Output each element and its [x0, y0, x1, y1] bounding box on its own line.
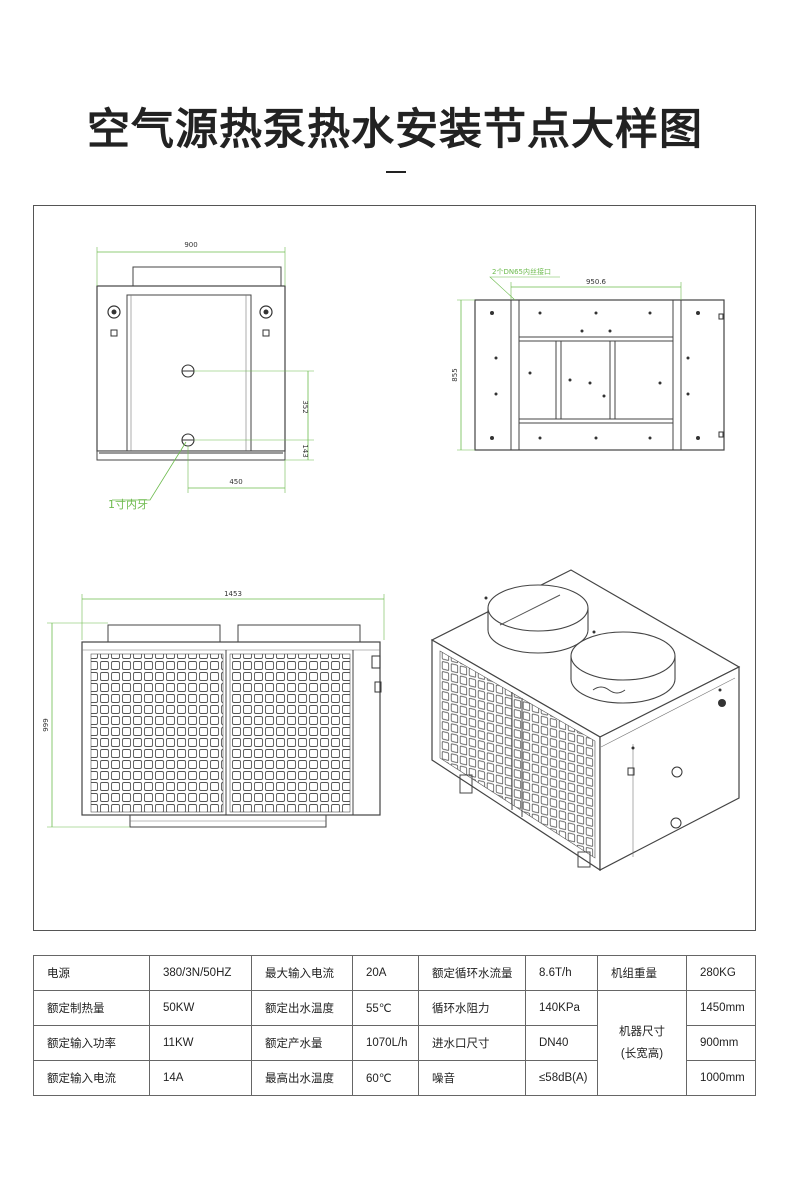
- spec-label: 额定输入电流: [33, 1060, 150, 1096]
- spec-label: 最高出水温度: [251, 1060, 353, 1096]
- spec-value: 11KW: [149, 1025, 252, 1061]
- spec-table: 电源 380/3N/50HZ 最大输入电流 20A 额定循环水流量 8.6T/h…: [33, 955, 756, 1096]
- spec-value: 8.6T/h: [525, 955, 598, 991]
- side-width-label: 1453: [224, 590, 242, 598]
- machine-size-label-line2: (长宽高): [620, 1048, 664, 1060]
- side-height-label: 999: [42, 718, 50, 731]
- technical-drawings: 900 352 143 450 1寸内牙: [42, 241, 741, 872]
- spec-label: 进水口尺寸: [418, 1025, 526, 1061]
- spec-value: 1450mm: [686, 990, 756, 1026]
- top-height-label: 855: [451, 368, 459, 381]
- spec-value: 900mm: [686, 1025, 756, 1061]
- drawing-frame: [33, 205, 756, 931]
- spec-value: 55℃: [352, 990, 419, 1026]
- spec-value: ≤58dB(A): [525, 1060, 598, 1096]
- front-view: 900 352 143 450 1寸内牙: [96, 241, 314, 511]
- spec-label: 额定输入功率: [33, 1025, 150, 1061]
- spec-value: 1070L/h: [352, 1025, 419, 1061]
- spec-value: DN40: [525, 1025, 598, 1061]
- spec-label: 最大输入电流: [251, 955, 353, 991]
- front-offset-label: 450: [229, 478, 242, 486]
- machine-size-label: 机器尺寸 (长宽高): [597, 990, 687, 1096]
- top-view: 950.6 855 2个DN65内丝接口: [451, 267, 725, 451]
- spec-label: 循环水阻力: [418, 990, 526, 1026]
- spec-label: 额定制热量: [33, 990, 150, 1026]
- spec-value: 14A: [149, 1060, 252, 1096]
- isometric-view: [430, 569, 741, 872]
- spec-value: 140KPa: [525, 990, 598, 1026]
- spec-value: 1000mm: [686, 1060, 756, 1096]
- machine-size-label-line1: 机器尺寸: [619, 1026, 665, 1038]
- title-underline: [386, 171, 406, 173]
- front-callout: 1寸内牙: [108, 497, 148, 511]
- spec-label: 电源: [33, 955, 150, 991]
- table-row: 额定制热量 50KW 额定出水温度 55℃ 循环水阻力 140KPa 机器尺寸 …: [33, 990, 756, 1096]
- top-callout: 2个DN65内丝接口: [492, 267, 551, 276]
- spec-value: 50KW: [149, 990, 252, 1026]
- spec-label: 额定循环水流量: [418, 955, 526, 991]
- spec-label: 额定出水温度: [251, 990, 353, 1026]
- spec-label: 机组重量: [597, 955, 687, 991]
- top-width-label: 950.6: [586, 278, 607, 286]
- front-width-label: 900: [184, 241, 197, 249]
- side-view: 1453 999: [42, 590, 385, 828]
- page-title: 空气源热泵热水安装节点大样图: [87, 105, 703, 155]
- spec-value: 280KG: [686, 955, 756, 991]
- spec-value: 20A: [352, 955, 419, 991]
- spec-label: 额定产水量: [251, 1025, 353, 1061]
- front-upper-height-label: 352: [301, 400, 309, 413]
- table-row: 额定输入电流 14A 最高出水温度 60℃ 噪音 ≤58dB(A) 1000mm: [33, 1060, 756, 1096]
- spec-label: 噪音: [418, 1060, 526, 1096]
- spec-value: 380/3N/50HZ: [149, 955, 252, 991]
- front-lower-height-label: 143: [301, 444, 309, 457]
- spec-value: 60℃: [352, 1060, 419, 1096]
- table-row: 电源 380/3N/50HZ 最大输入电流 20A 额定循环水流量 8.6T/h…: [33, 955, 756, 991]
